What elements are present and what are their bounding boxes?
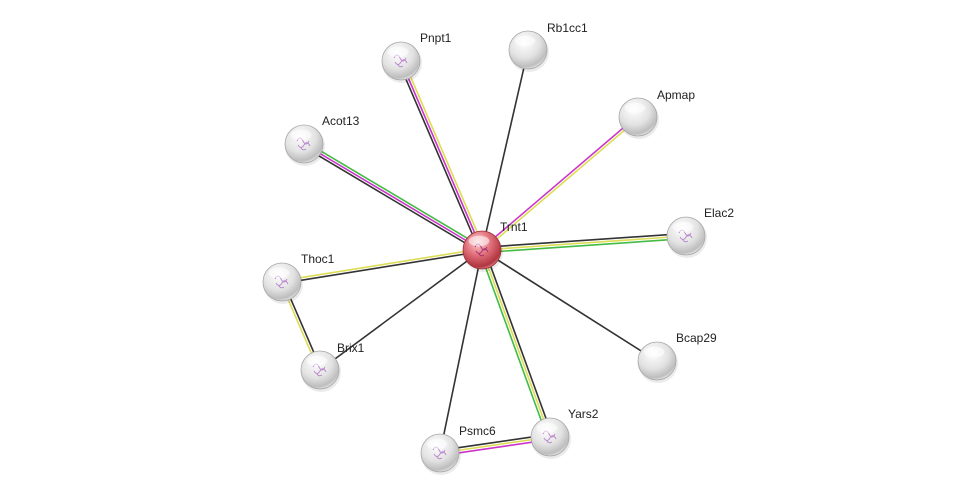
node-label: Pnpt1 [420,31,452,45]
edge-trnt1-yars2[interactable] [478,248,554,439]
node-elac2[interactable]: Elac2 [666,206,734,258]
edge-evidence-line [480,115,638,250]
node-brix1[interactable]: Brix1 [300,341,365,392]
edge-evidence-line [481,249,551,438]
edge-evidence-line [282,250,483,285]
node-acot13[interactable]: Acot13 [284,114,360,166]
edge-trnt1-pnpt1[interactable] [397,59,486,252]
node-yars2[interactable]: Yars2 [530,407,599,459]
edge-evidence-line [304,141,484,249]
node-apmap[interactable]: Apmap [618,88,695,139]
edge-evidence-line [319,249,483,371]
node-label: Brix1 [337,341,365,355]
node-highlight [387,46,409,58]
node-bcap29[interactable]: Bcap29 [637,331,717,383]
node-highlight [536,422,558,434]
node-rb1cc1[interactable]: Rb1cc1 [508,21,588,72]
node-highlight [290,129,312,141]
edge-evidence-line [302,145,482,253]
edge-evidence-line [481,249,658,362]
node-label: Trnt1 [500,220,528,234]
node-highlight [306,355,328,367]
node-label: Thoc1 [301,252,335,266]
edge-evidence-line [402,59,486,250]
node-label: Apmap [657,88,695,102]
node-label: Psmc6 [459,424,496,438]
edge-trnt1-acot13[interactable] [302,141,484,253]
edge-evidence-line [397,61,481,252]
node-highlight [672,221,694,233]
edge-evidence-line [281,247,482,282]
edge-trnt1-elac2[interactable] [481,232,687,254]
node-psmc6[interactable]: Psmc6 [420,424,496,475]
node-highlight [624,102,646,114]
edge-trnt1-apmap[interactable] [480,115,640,252]
node-label: Acot13 [322,114,360,128]
node-highlight [468,235,490,247]
edge-trnt1-rb1cc1[interactable] [481,49,529,251]
edge-evidence-line [483,248,554,437]
node-pnpt1[interactable]: Pnpt1 [381,31,452,83]
edge-evidence-line [481,232,686,249]
edge-trnt1-bcap29[interactable] [481,249,658,362]
edge-evidence-line [400,60,483,251]
edge-trnt1-thoc1[interactable] [281,247,483,285]
node-label: Yars2 [568,407,599,421]
node-highlight [426,438,448,450]
nodes-layer: Trnt1 Pnpt1 Rb1cc1ApmapAcot13Elac2Thoc1Bca… [262,21,734,475]
node-highlight [268,267,290,279]
edge-evidence-line [439,249,483,454]
edge-evidence-line [482,117,640,252]
node-highlight [643,346,665,358]
node-label: Elac2 [704,206,734,220]
node-label: Bcap29 [676,331,717,345]
edge-evidence-line [303,143,483,251]
node-label: Rb1cc1 [547,21,588,35]
edge-trnt1-brix1[interactable] [319,249,483,371]
edge-evidence-line [478,250,549,439]
edge-trnt1-psmc6[interactable] [439,249,483,454]
edge-evidence-line [481,235,687,251]
node-trnt1[interactable]: Trnt1 [462,220,528,272]
node-thoc1[interactable]: Thoc1 [262,252,335,304]
edge-evidence-line [482,237,687,254]
edge-evidence-line [481,49,529,251]
node-highlight [514,35,536,47]
